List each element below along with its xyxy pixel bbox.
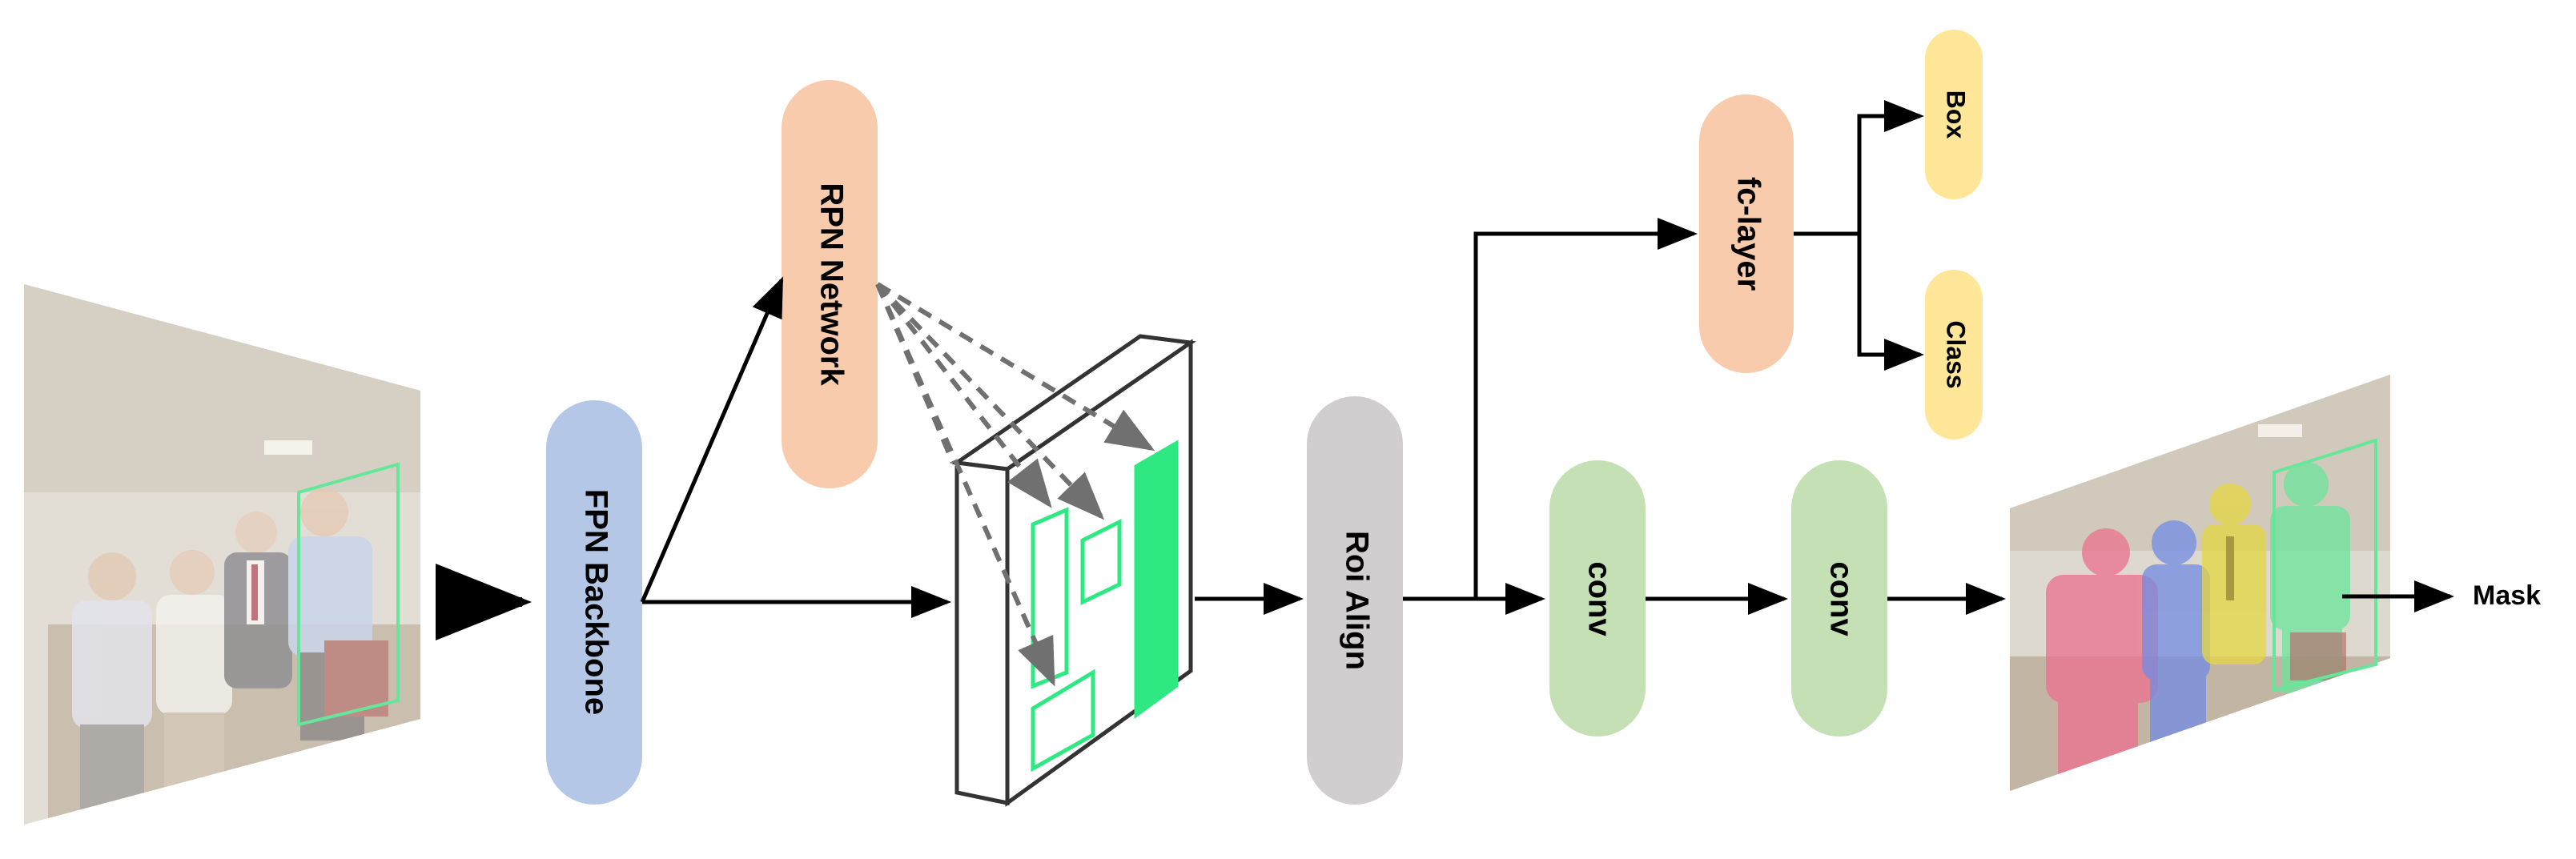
box-node: Box	[1925, 30, 1983, 199]
class-node: Class	[1925, 270, 1983, 440]
fc-layer-pill	[1699, 94, 1794, 373]
roi-align-label: Roi Align	[1339, 531, 1374, 670]
conv1-label: conv	[1581, 561, 1617, 636]
backbone-to-rpn-arrow	[640, 276, 784, 603]
rpn-network-pill	[782, 80, 878, 488]
proposal-box	[1080, 518, 1122, 605]
roialign-to-fclayer-arrow	[1473, 218, 1698, 599]
conv1-pill	[1549, 460, 1646, 737]
fpn-backbone-pill	[546, 400, 642, 805]
fclayer-to-box-arrow	[1857, 100, 1924, 234]
fpn-backbone-node: FPN Backbone	[546, 400, 642, 805]
instance-mask-red	[2046, 528, 2158, 791]
proposal-box	[1031, 507, 1069, 689]
conv2-pill	[1791, 460, 1887, 737]
conv1-node: conv	[1549, 460, 1646, 737]
feature-map-block	[951, 334, 1196, 807]
class-label: Class	[1942, 320, 1971, 388]
fc-layer-node: fc-layer	[1699, 94, 1794, 373]
output-image	[2010, 375, 2390, 791]
fclayer-to-class-arrow	[1857, 234, 1924, 371]
conv2-node: conv	[1791, 460, 1887, 737]
class-pill	[1925, 270, 1983, 440]
rpn-network-node: RPN Network	[782, 80, 878, 488]
fpn-backbone-label: FPN Backbone	[578, 489, 613, 715]
mask-output-label: Mask	[2473, 580, 2541, 611]
output-detection-box	[2273, 438, 2377, 692]
box-pill	[1925, 30, 1983, 199]
roi-align-pill	[1307, 396, 1403, 805]
input-image	[24, 284, 420, 825]
conv2-label: conv	[1823, 561, 1859, 636]
proposal-box-filled	[1134, 440, 1179, 719]
rpn-network-label: RPN Network	[814, 183, 849, 386]
box-label: Box	[1942, 90, 1971, 139]
input-detection-box	[297, 462, 400, 727]
fc-layer-label: fc-layer	[1730, 177, 1766, 291]
roi-align-node: Roi Align	[1307, 396, 1403, 805]
rpn-proposal-arrows	[875, 282, 1155, 687]
proposal-box	[1031, 668, 1095, 773]
